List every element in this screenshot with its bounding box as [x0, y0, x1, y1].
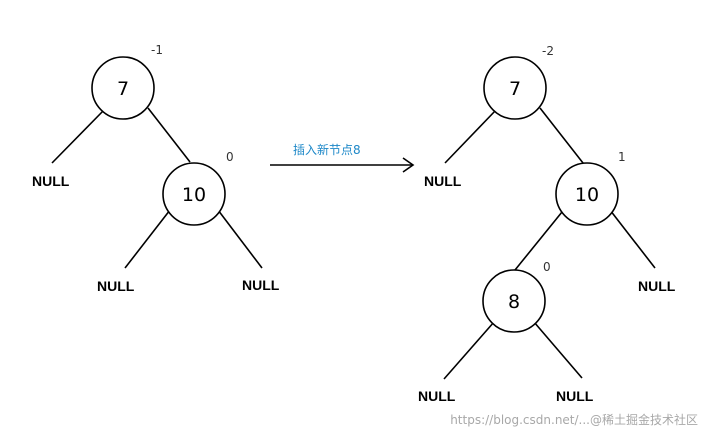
right-null-root-left: NULL	[424, 173, 462, 189]
left-node-10-value: 10	[182, 184, 206, 206]
right-node-10	[555, 162, 619, 226]
right-new-node-8-balance: 0	[543, 260, 551, 274]
left-null-10-left: NULL	[97, 278, 135, 294]
edge-right-8-to-null-left	[443, 321, 495, 380]
right-node-10-balance: 1	[618, 150, 626, 164]
left-null-10-right: NULL	[242, 277, 280, 293]
arrow-head	[402, 157, 415, 173]
edge-left-10-to-null-right	[217, 209, 263, 269]
left-root-value: 7	[117, 78, 129, 100]
left-root-node	[91, 56, 155, 120]
watermark: https://blog.csdn.net/...@稀土掘金技术社区	[450, 412, 698, 427]
edge-left-root-to-10	[147, 107, 191, 163]
edge-right-root-to-10	[539, 107, 584, 164]
left-null-root-left: NULL	[32, 173, 70, 189]
edge-left-root-to-null	[51, 109, 105, 164]
edge-right-10-to-null	[609, 209, 656, 269]
left-root-balance: -1	[151, 43, 163, 57]
right-tree: 7 -2 10 1 8 0 NULL NULL NULL NULL	[418, 44, 676, 404]
right-root-value: 7	[509, 78, 521, 100]
edge-right-8-to-null-right	[533, 321, 583, 379]
edge-left-10-to-null-left	[124, 209, 171, 269]
right-node-10-value: 10	[575, 184, 599, 206]
edge-right-root-to-null	[444, 109, 497, 164]
right-null-8-right: NULL	[556, 388, 594, 404]
right-null-10-right: NULL	[638, 278, 676, 294]
arrow-label: 插入新节点8	[293, 142, 361, 157]
left-node-10	[162, 162, 226, 226]
insert-arrow: 插入新节点8	[270, 142, 415, 173]
edge-right-10-to-8	[514, 211, 563, 271]
left-tree: 7 -1 10 0 NULL NULL NULL	[32, 43, 280, 294]
right-root-node	[483, 56, 547, 120]
right-new-node-8-value: 8	[508, 291, 520, 313]
right-root-balance: -2	[542, 44, 554, 58]
left-node-10-balance: 0	[226, 150, 234, 164]
right-null-8-left: NULL	[418, 388, 456, 404]
right-new-node-8	[482, 269, 546, 333]
